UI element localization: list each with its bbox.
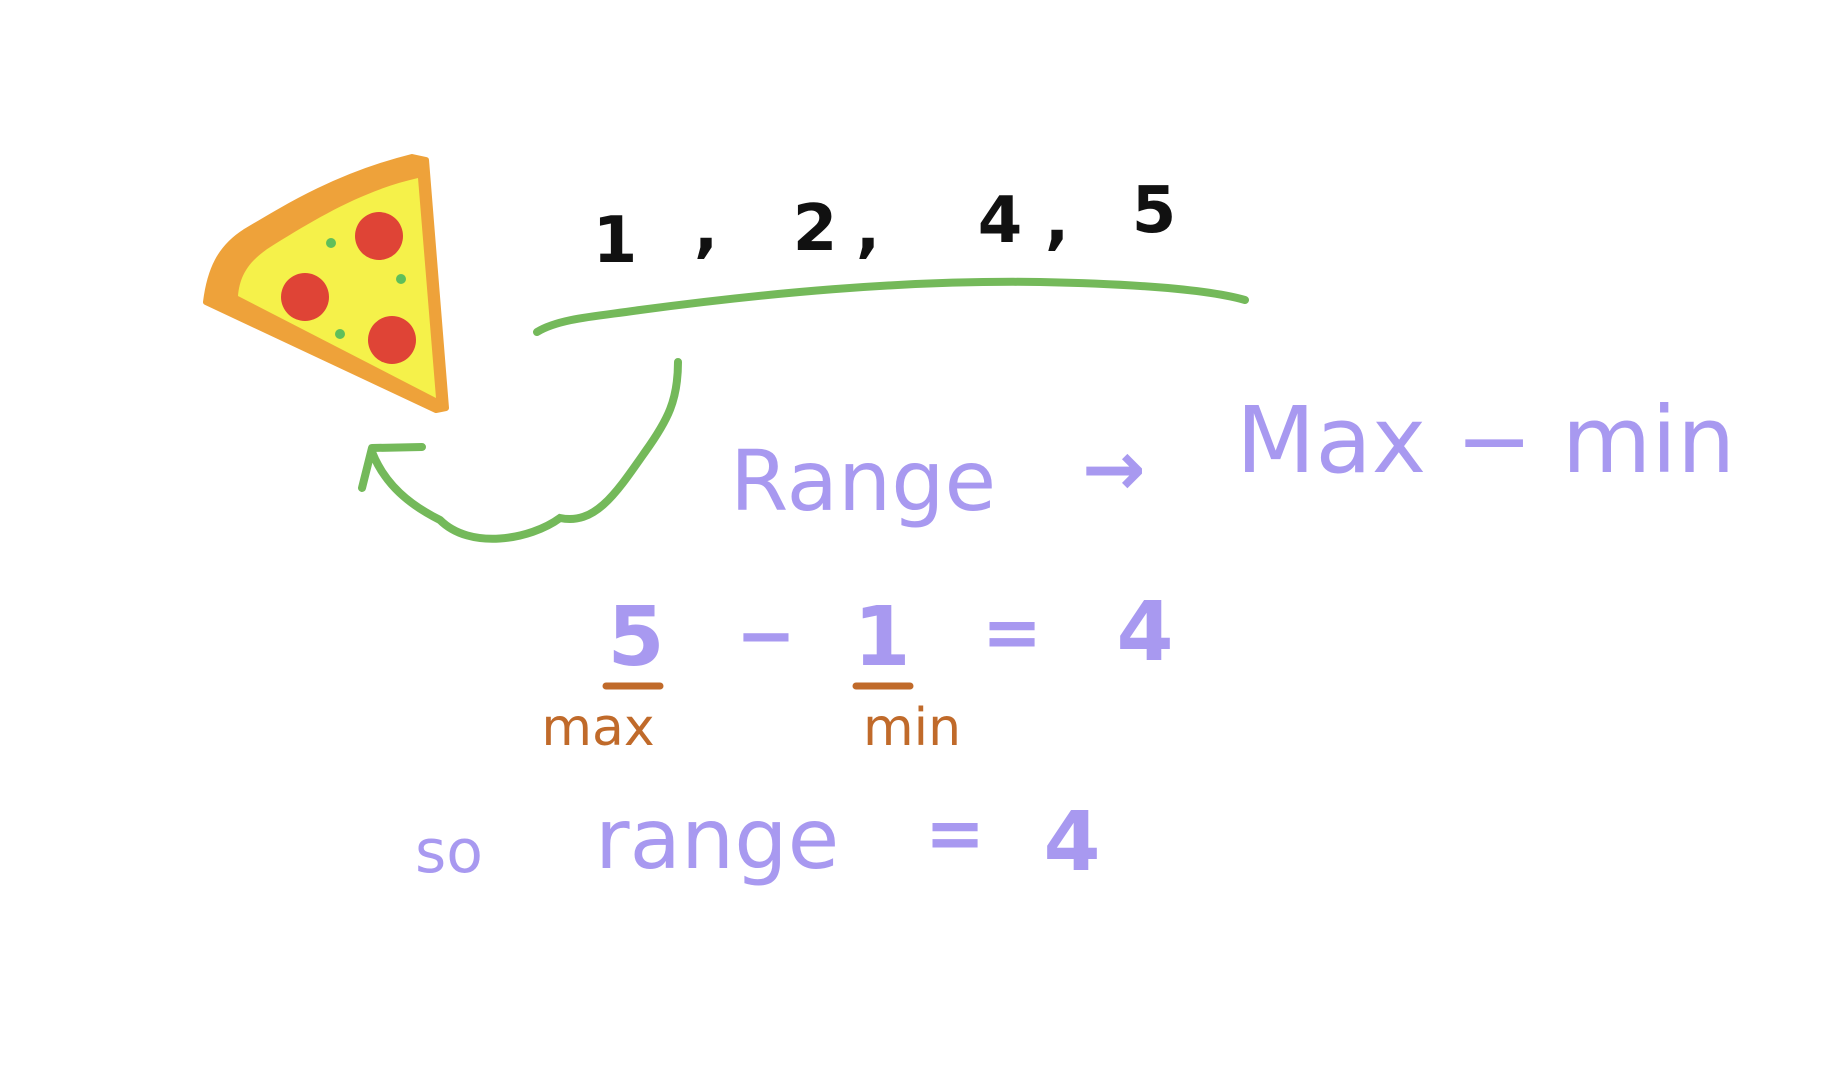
range-word: range	[595, 790, 839, 888]
max-value: 5	[607, 590, 664, 685]
sequence-separator: ,	[694, 192, 718, 266]
pepperoni	[368, 316, 416, 364]
sequence-underline	[533, 277, 1249, 336]
curved-arrow-icon	[358, 358, 682, 543]
herb-dot	[396, 274, 406, 284]
sequence-number: 5	[1132, 174, 1177, 248]
range-conclusion: so range = 4	[415, 790, 1101, 890]
curved-arrow-shaft	[368, 358, 682, 543]
range-term: Range	[730, 432, 996, 530]
conclusion-result: 4	[1043, 795, 1100, 890]
sequence-number: 1	[593, 204, 638, 278]
sequence-number: 2	[793, 192, 838, 266]
calculation-result: 4	[1116, 585, 1173, 680]
sequence-number: 4	[978, 184, 1023, 258]
pepperoni	[281, 273, 329, 321]
number-sequence: 1 , 2 , 4 , 5	[593, 174, 1177, 278]
definition-arrow: →	[1082, 424, 1146, 513]
equals-sign: =	[982, 590, 1042, 674]
minus-sign: −	[736, 593, 796, 677]
min-label: min	[863, 698, 961, 758]
pepperoni	[355, 212, 403, 260]
conclusion-equals: =	[925, 791, 985, 875]
pizza-slice-icon	[203, 154, 449, 413]
curved-arrow-head	[358, 443, 426, 492]
so-word: so	[415, 817, 483, 887]
herb-dot	[335, 329, 345, 339]
sequence-separator: ,	[1045, 184, 1069, 258]
range-formula: Max − min	[1236, 387, 1735, 494]
range-definition: Range → Max − min	[730, 387, 1735, 530]
sequence-separator: ,	[856, 192, 880, 266]
min-value: 1	[853, 590, 910, 685]
max-label: max	[541, 698, 654, 758]
herb-dot	[326, 238, 336, 248]
range-calculation: 5 − 1 = 4 max min	[541, 585, 1173, 758]
